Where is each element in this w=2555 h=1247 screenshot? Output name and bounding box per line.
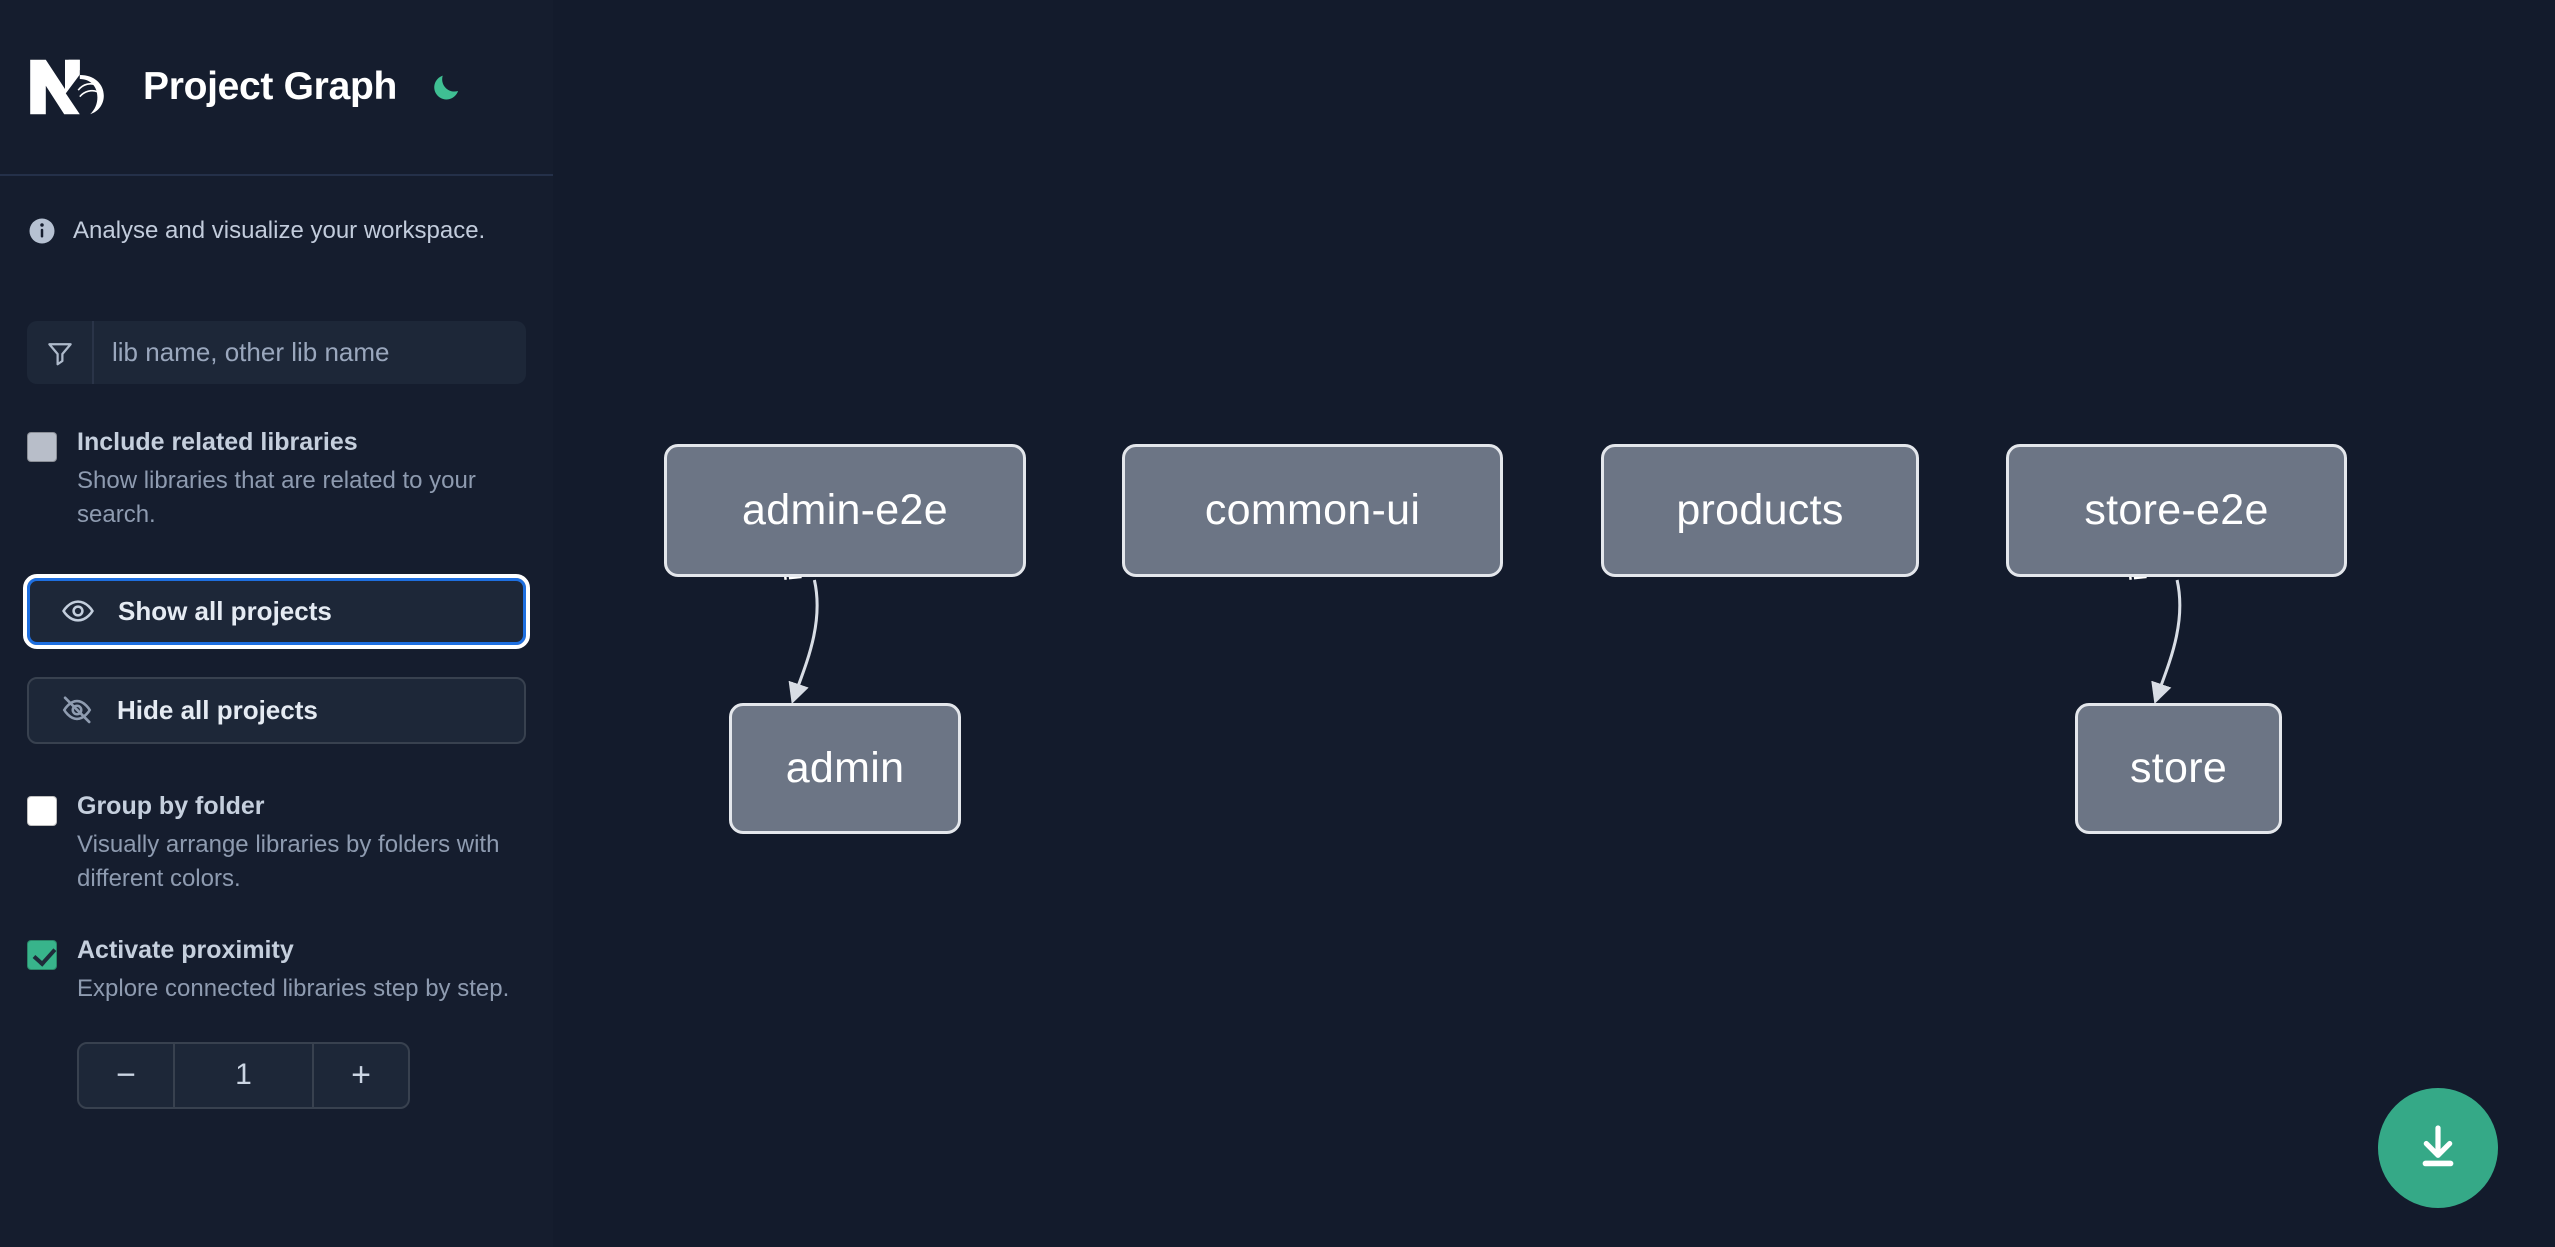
edge-store-e2e-store <box>2151 579 2182 704</box>
include-related-libraries-description: Show libraries that are related to your … <box>77 466 476 528</box>
group-by-folder-label: Group by folder <box>77 791 265 820</box>
sidebar-header: Project Graph <box>0 0 553 176</box>
info-icon <box>27 216 57 246</box>
include-related-libraries-label: Include related libraries <box>77 428 358 456</box>
nx-logo-icon <box>27 55 115 119</box>
graph-node-common-ui[interactable]: common-ui <box>1122 444 1503 577</box>
proximity-value: 1 <box>235 1058 252 1092</box>
hide-all-projects-label: Hide all projects <box>117 694 318 725</box>
funnel-icon[interactable] <box>27 321 94 384</box>
option-activate-proximity[interactable]: Activate proximity Explore connected lib… <box>27 934 526 1006</box>
activate-proximity-checkbox[interactable] <box>27 939 57 970</box>
page-title: Project Graph <box>143 65 397 108</box>
download-graph-button[interactable] <box>2378 1088 2498 1208</box>
graph-node-store-e2e[interactable]: store-e2e <box>2006 444 2347 577</box>
download-icon <box>2412 1121 2464 1176</box>
graph-node-admin[interactable]: admin <box>729 703 961 834</box>
sidebar: Project Graph Analyse and visualize your… <box>0 0 553 1247</box>
eye-icon <box>60 593 96 629</box>
proximity-decrement-button[interactable]: − <box>79 1043 175 1107</box>
proximity-increment-button[interactable]: + <box>312 1043 408 1107</box>
show-all-projects-button[interactable]: Show all projects <box>23 573 530 649</box>
group-by-folder-checkbox[interactable] <box>27 795 57 826</box>
show-all-projects-label: Show all projects <box>118 595 332 626</box>
sidebar-body: Analyse and visualize your workspace. In… <box>0 176 553 1109</box>
activate-proximity-description: Explore connected libraries step by step… <box>77 974 510 1002</box>
workspace-info: Analyse and visualize your workspace. <box>27 176 526 286</box>
workspace-info-text: Analyse and visualize your workspace. <box>73 217 486 244</box>
option-include-related-libraries[interactable]: Include related libraries Show libraries… <box>27 426 526 532</box>
proximity-stepper[interactable]: − 1 + <box>77 1041 410 1109</box>
graph-canvas[interactable]: implicit implicit admin-e2e common-ui pr… <box>553 0 2555 1247</box>
include-related-libraries-checkbox[interactable] <box>27 432 57 462</box>
project-visibility-actions: Show all projects Hide all projects <box>23 573 530 744</box>
activate-proximity-label: Activate proximity <box>77 935 294 964</box>
graph-node-products[interactable]: products <box>1601 444 1919 577</box>
group-by-folder-description: Visually arrange libraries by folders wi… <box>77 830 500 892</box>
search-input[interactable] <box>94 321 526 384</box>
moon-icon[interactable] <box>427 68 465 106</box>
graph-node-store[interactable]: store <box>2075 703 2282 834</box>
graph-edges <box>788 579 2182 704</box>
option-group-by-folder[interactable]: Group by folder Visually arrange librari… <box>27 790 526 896</box>
graph-node-admin-e2e[interactable]: admin-e2e <box>664 444 1026 577</box>
filter-field[interactable] <box>27 321 526 384</box>
eye-off-icon <box>59 692 95 728</box>
hide-all-projects-button[interactable]: Hide all projects <box>27 676 526 744</box>
edge-admin-e2e-admin <box>788 579 819 704</box>
